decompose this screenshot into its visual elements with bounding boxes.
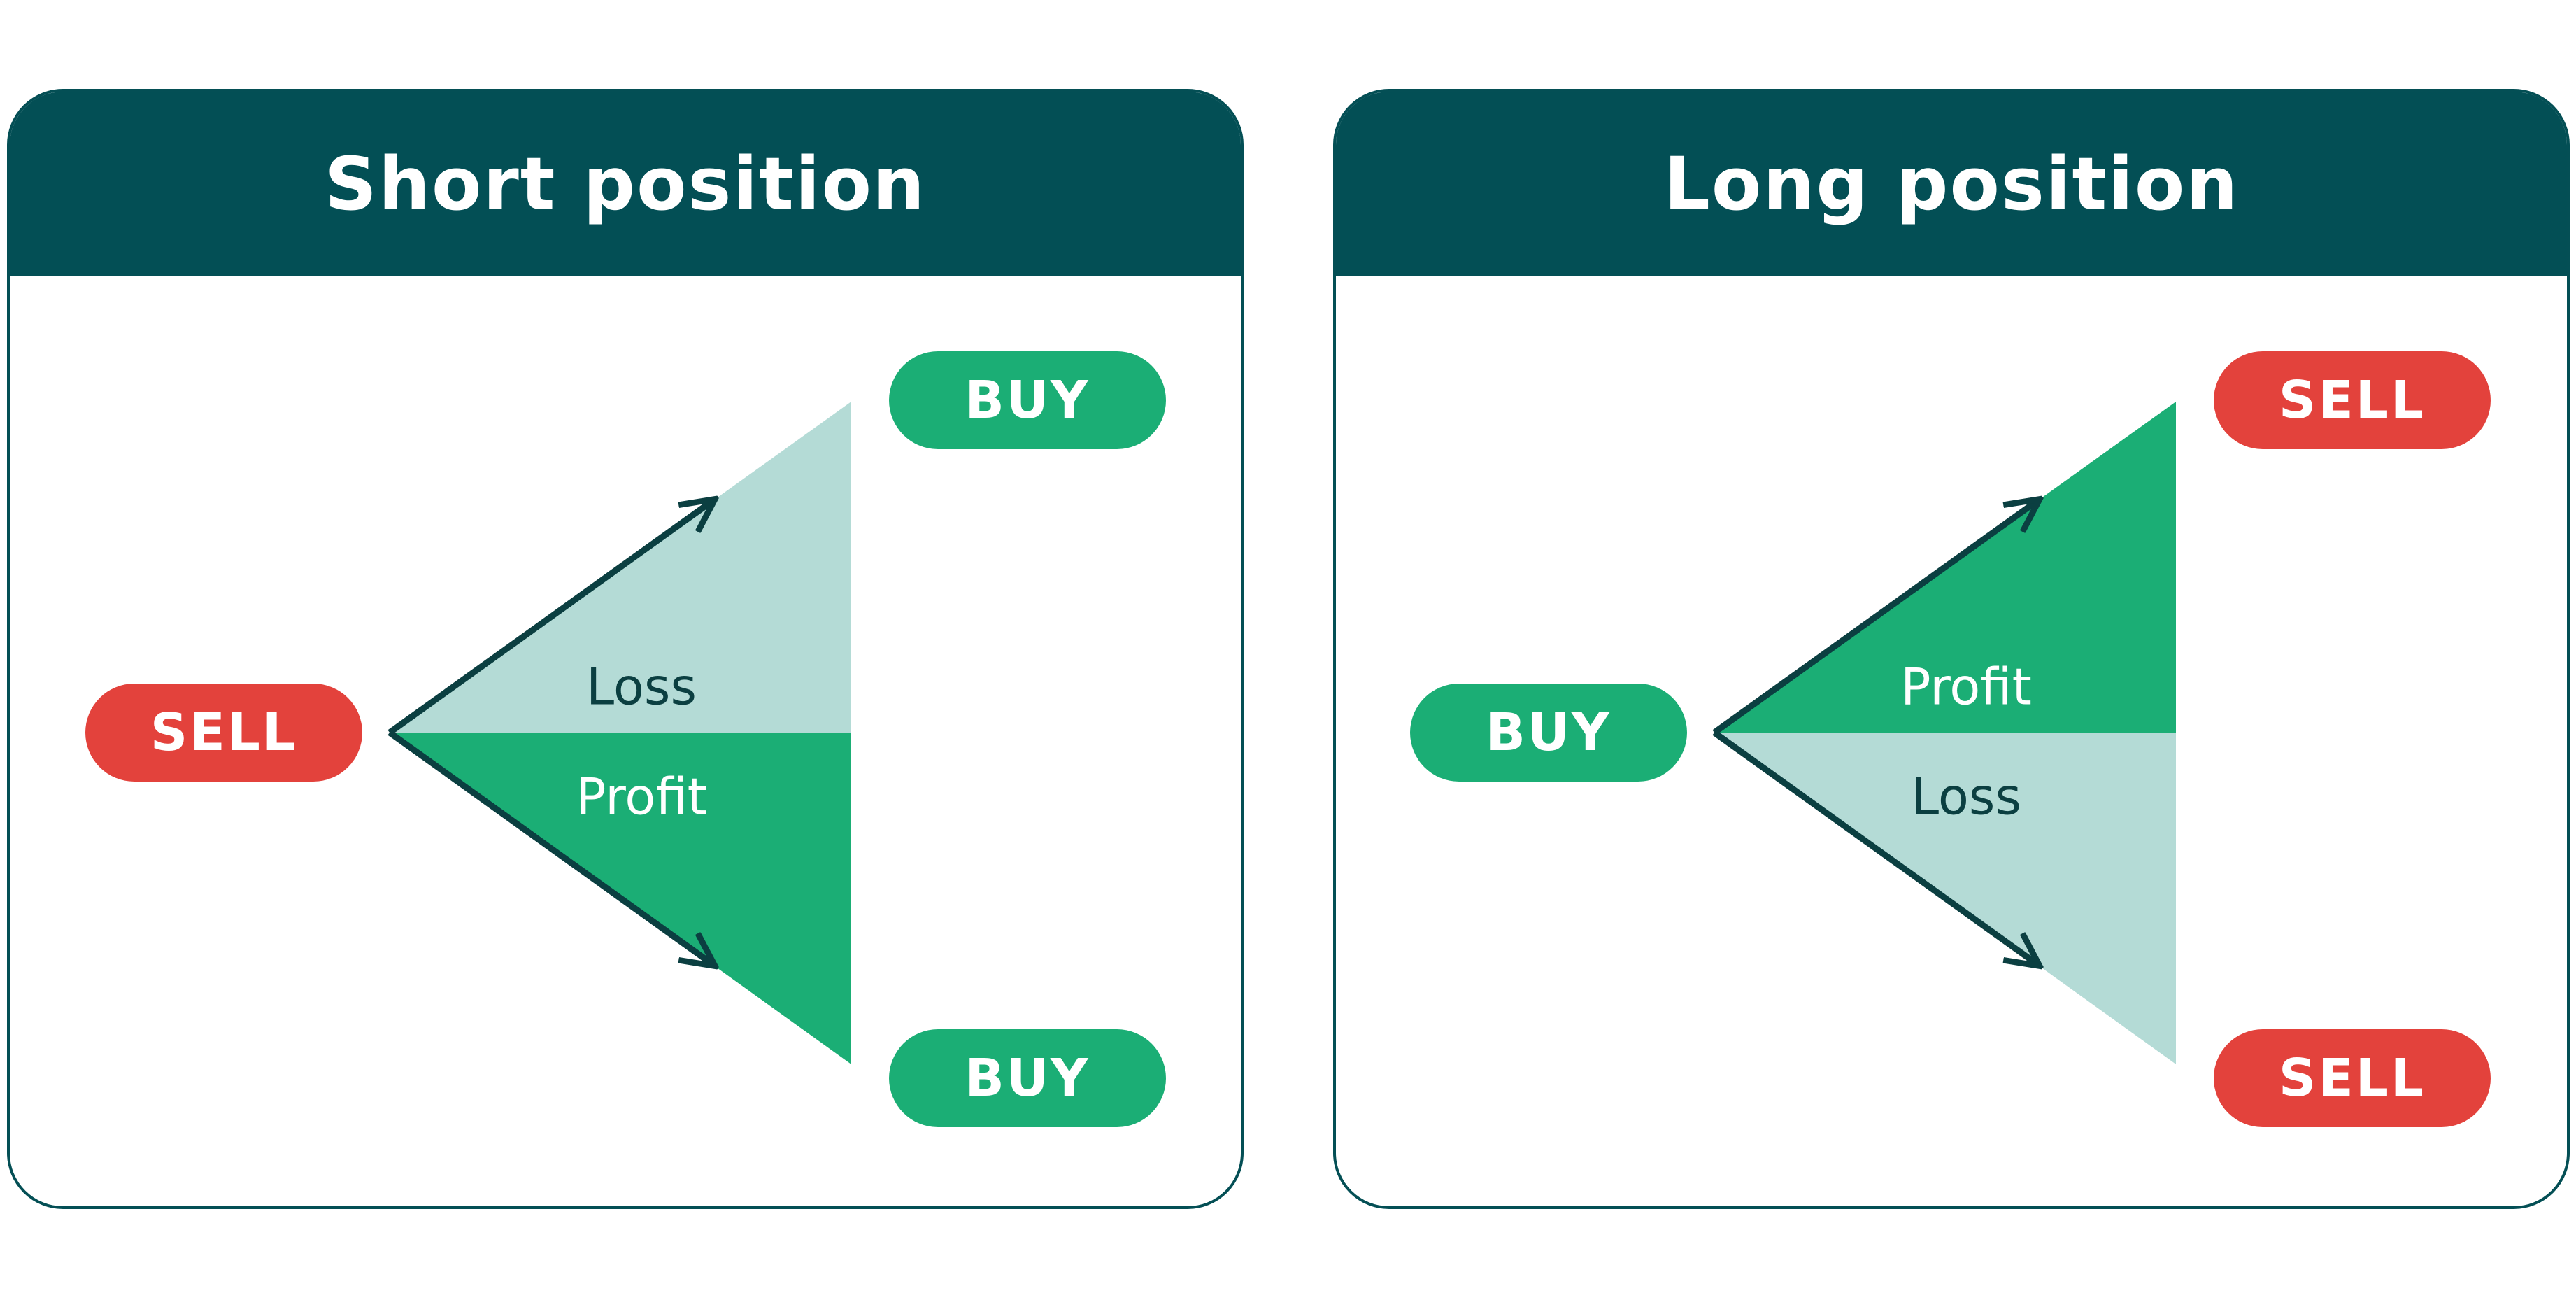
short-profit-label: Profit	[576, 768, 707, 826]
long-exit-sell-bottom-pill: SELL	[2214, 1029, 2491, 1127]
long-loss-label: Loss	[1911, 768, 2021, 826]
short-exit-buy-top-pill: BUY	[889, 351, 1166, 449]
long-exit-sell-top-pill: SELL	[2214, 351, 2491, 449]
short-position-diagram: Loss Profit	[387, 402, 851, 1064]
short-down-arrow	[387, 730, 713, 965]
long-entry-buy-pill: BUY	[1410, 684, 1687, 782]
short-loss-label: Loss	[586, 658, 697, 716]
short-entry-sell-pill: SELL	[85, 684, 362, 782]
long-position-title: Long position	[1663, 141, 2240, 227]
long-position-header: Long position	[1336, 92, 2567, 276]
long-up-arrow	[1712, 500, 2038, 735]
short-position-header: Short position	[10, 92, 1241, 276]
long-position-diagram: Profit Loss	[1712, 402, 2176, 1064]
short-exit-buy-bottom-pill: BUY	[889, 1029, 1166, 1127]
long-position-panel: Long position Profit Loss BUY SELL SELL	[1333, 89, 2570, 1209]
short-position-panel: Short position Loss Profit SELL BUY BUY	[7, 89, 1244, 1209]
long-profit-label: Profit	[1900, 658, 2032, 716]
long-down-arrow	[1712, 730, 2038, 965]
short-up-arrow	[387, 500, 713, 735]
short-position-title: Short position	[325, 141, 926, 227]
